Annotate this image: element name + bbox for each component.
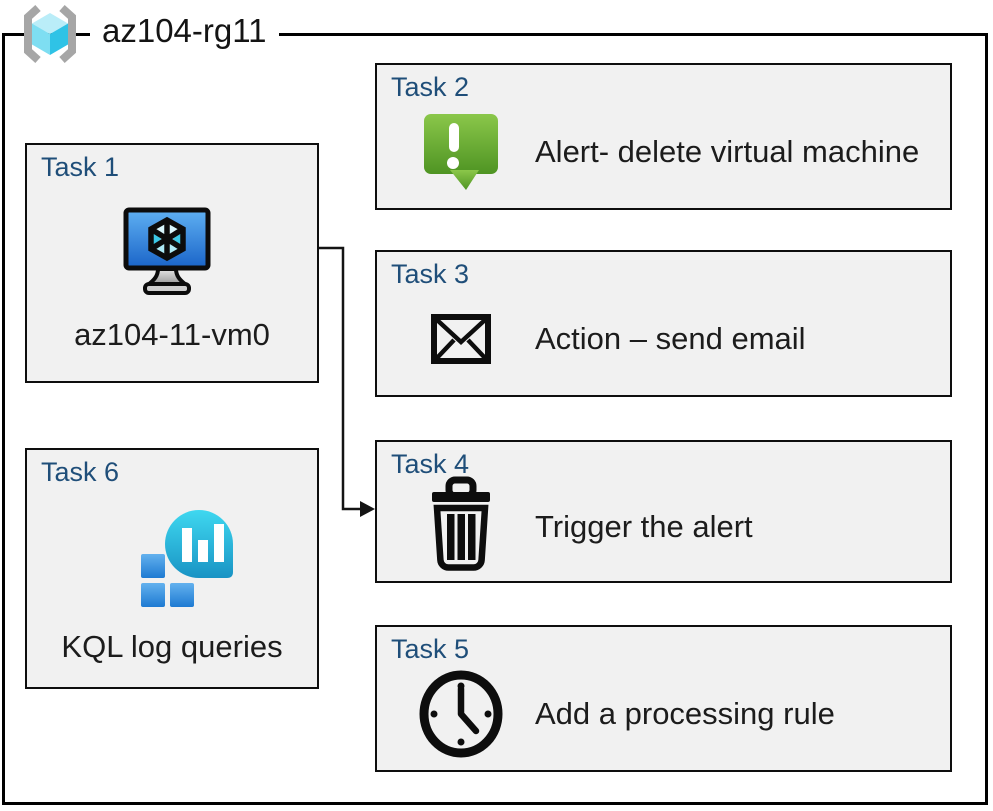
task-4-title: Task 4 [391, 449, 470, 479]
resource-group-icon [24, 5, 76, 63]
clock-icon [419, 670, 503, 757]
task-3-label: Action – send email [535, 320, 806, 356]
task-1-box: Task 1 az104-11-vm0 [25, 143, 319, 383]
alert-icon [424, 113, 498, 190]
task-1-label: az104-11-vm0 [74, 317, 270, 352]
task-5-label: Add a processing rule [535, 695, 835, 731]
task-2-title: Task 2 [391, 72, 470, 102]
task-6-box: Task 6 KQL log queries [25, 448, 319, 689]
task-5-title: Task 5 [391, 634, 470, 664]
resource-group-title: az104-rg11 [90, 12, 279, 50]
task-6-title: Task 6 [41, 457, 120, 487]
task-1-title: Task 1 [41, 152, 120, 182]
task-2-box: Task 2 Alert- delete virtual machine [375, 63, 952, 210]
task-3-box: Task 3 Action – send email [375, 250, 952, 397]
log-analytics-icon [141, 510, 233, 607]
task-4-label: Trigger the alert [535, 508, 753, 544]
resource-group-boundary [2, 33, 988, 805]
email-icon [431, 313, 491, 364]
task-3-title: Task 3 [391, 259, 470, 289]
virtual-machine-icon [123, 207, 211, 295]
task-4-box: Task 4 Trigger the alert [375, 440, 952, 583]
task-2-label: Alert- delete virtual machine [535, 133, 920, 169]
task-5-box: Task 5 Add a processing rule [375, 625, 952, 772]
trash-icon [432, 476, 490, 571]
task-6-label: KQL log queries [61, 629, 283, 664]
